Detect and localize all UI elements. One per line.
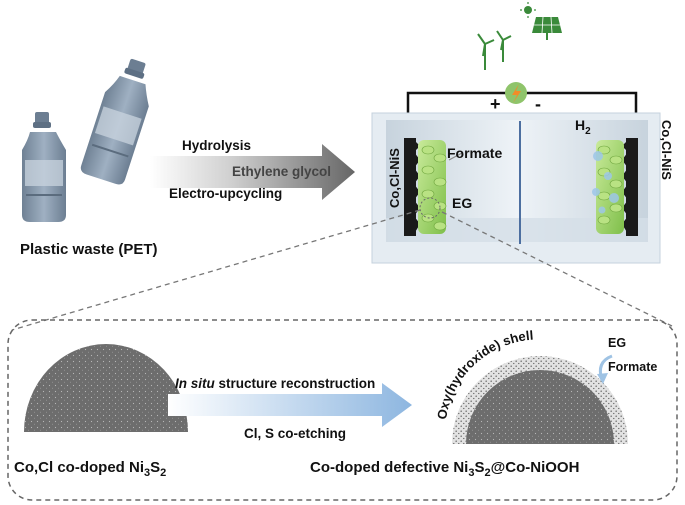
formate-label-bottom: Formate (608, 360, 657, 374)
anode-label: Co,Cl-NiS (387, 148, 402, 208)
zoom-line-right (441, 211, 673, 327)
ni3s2-particle (24, 344, 188, 432)
minus-sign: - (535, 94, 541, 114)
plastic-waste-label: Plastic waste (PET) (20, 241, 158, 258)
core-shell-label: Co-doped defective Ni3S2@Co-NiOOH (310, 459, 579, 479)
co-etching-label: Cl, S co-etching (244, 426, 346, 441)
ni3s2-label: Co,Cl co-doped Ni3S2 (14, 459, 166, 479)
solar-panel-icon (520, 2, 562, 40)
upcycling-arrow (150, 144, 355, 200)
lightning-bolt-icon (512, 84, 521, 103)
wind-turbine-icon (477, 30, 512, 70)
formate-product-label: Formate (447, 145, 502, 161)
electro-upcycling-label: Electro-upcycling (169, 186, 282, 201)
h2-label: H2 (575, 117, 591, 137)
zoom-line-left (11, 209, 421, 331)
anode-electrode (404, 138, 447, 236)
detail-panel (7, 319, 678, 501)
reconstruction-arrow (168, 383, 412, 427)
cathode-label: Co,Cl-NiS (659, 120, 674, 180)
eg-reactant-label: EG (452, 195, 472, 211)
ethylene-glycol-label: Ethylene glycol (232, 164, 331, 179)
hydrolysis-label: Hydrolysis (182, 138, 251, 153)
ni3s2-core-particle (466, 370, 614, 444)
reconstruction-label: In situ structure reconstruction (175, 376, 375, 391)
catalyst-nanosheet (418, 140, 446, 234)
cathode-electrode (592, 138, 638, 236)
plastic-bottle-right (80, 58, 149, 185)
plus-sign: + (490, 94, 501, 114)
eg-label-bottom: EG (608, 336, 626, 350)
plastic-bottle-left (22, 112, 66, 222)
hydrogen-bubbles (592, 151, 619, 214)
